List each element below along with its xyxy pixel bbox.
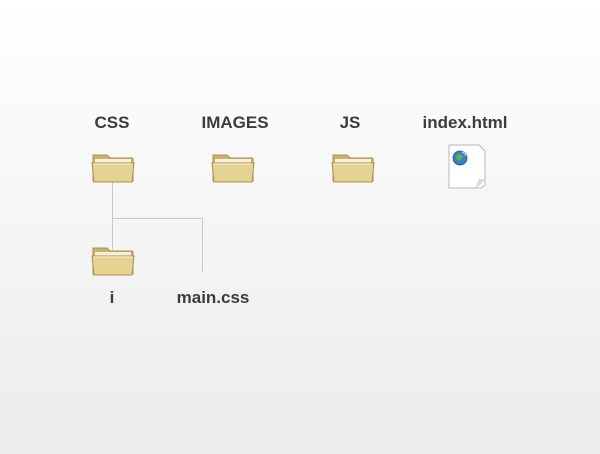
html-file-icon[interactable] xyxy=(446,143,488,190)
folder-label-i: i xyxy=(109,288,115,307)
tree-connector-vertical xyxy=(112,182,113,250)
folder-icon[interactable] xyxy=(331,151,375,184)
tree-connector-horizontal xyxy=(112,218,203,219)
folder-label-js: JS xyxy=(339,113,361,132)
tree-connector-main-css xyxy=(202,218,203,272)
folder-icon[interactable] xyxy=(91,244,135,277)
folder-label-css: CSS xyxy=(94,113,130,132)
file-label-index-html: index.html xyxy=(422,113,508,132)
folder-icon[interactable] xyxy=(91,151,135,184)
folder-icon[interactable] xyxy=(211,151,255,184)
folder-label-images: IMAGES xyxy=(201,113,269,132)
file-label-main-css: main.css xyxy=(176,288,250,307)
